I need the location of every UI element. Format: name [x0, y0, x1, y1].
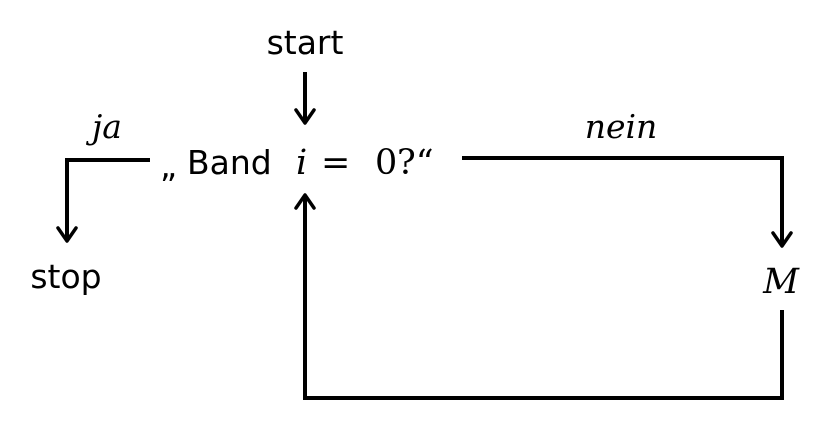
test-band-word: Band — [187, 143, 272, 182]
test-question-close: ?“ — [397, 143, 434, 183]
yes-edge — [56, 158, 150, 243]
test-variable: i — [296, 143, 307, 183]
start-to-test-arrow — [294, 72, 316, 125]
test-zero: 0 — [375, 143, 397, 183]
yes-edge-label: ja — [85, 107, 122, 146]
no-edge — [462, 156, 793, 248]
stop-node: stop — [30, 257, 101, 296]
test-open-quote: „ — [160, 146, 177, 185]
machine-node: M — [762, 262, 800, 302]
start-node: start — [267, 23, 344, 62]
loop-back-edge — [294, 193, 784, 400]
test-equals: = — [321, 143, 350, 183]
test-node: „ Band i = 0 ?“ — [160, 143, 434, 185]
no-edge-label: nein — [585, 107, 658, 146]
